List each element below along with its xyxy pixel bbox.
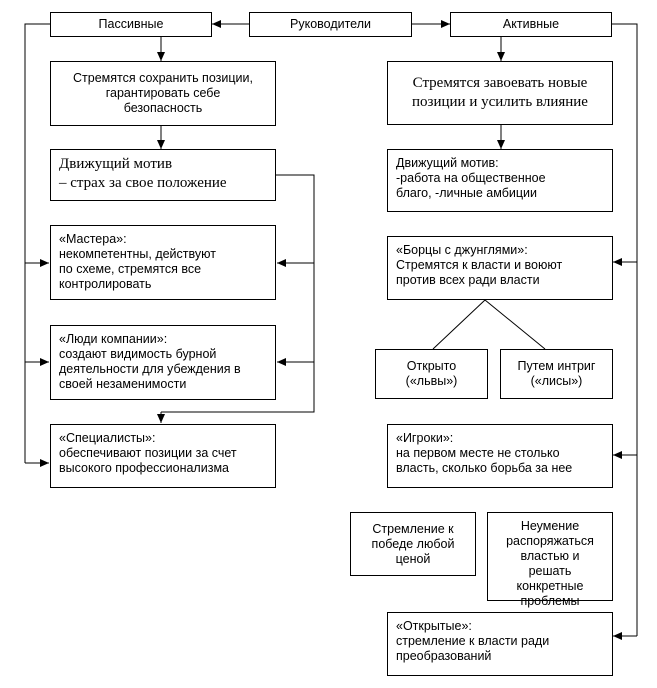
- leaders-header-box: Руководители: [249, 12, 412, 37]
- company-people-box: «Люди компании»: создают видимость бурно…: [50, 325, 276, 400]
- open-text: «Открытые»: стремление к власти ради пре…: [396, 619, 550, 663]
- cannot-manage-box: Неумение распоряжаться властью и решать …: [487, 512, 613, 608]
- open-box: «Открытые»: стремление к власти ради пре…: [387, 612, 613, 676]
- cannot-manage-text: Неумение распоряжаться властью и решать …: [506, 519, 594, 608]
- passive-left-bus: [24, 23, 50, 463]
- win-any-cost-text: Стремление к победе любой ценой: [371, 521, 455, 566]
- split-to-foxes: [484, 299, 546, 350]
- active-header-box: Активные: [450, 12, 612, 37]
- lions-box: Открыто («львы»): [375, 349, 488, 399]
- masters-box: «Мастера»: некомпетентны, действуют по с…: [50, 225, 276, 300]
- foxes-box: Путем интриг («лисы»): [500, 349, 613, 399]
- active-motive-text: Движущий мотив: -работа на общественное …: [396, 156, 546, 200]
- jungle-fighters-box: «Борцы с джунглями»: Стремятся к власти …: [387, 236, 613, 300]
- active-goal-text: Стремятся завоевать новые позиции и усил…: [412, 75, 588, 110]
- active-header-label: Активные: [502, 17, 560, 31]
- passive-header-label: Пассивные: [98, 17, 164, 31]
- passive-header-box: Пассивные: [50, 12, 212, 37]
- jungle-fighters-text: «Борцы с джунглями»: Стремятся к власти …: [396, 243, 563, 287]
- passive-motive-text: Движущий мотив – страх за свое положение: [59, 156, 227, 191]
- active-right-bus: [612, 23, 638, 636]
- players-box: «Игроки»: на первом месте не столько вла…: [387, 424, 613, 488]
- active-motive-box: Движущий мотив: -работа на общественное …: [387, 149, 613, 212]
- leaders-header-label: Руководители: [290, 17, 371, 31]
- win-any-cost-box: Стремление к победе любой ценой: [350, 512, 476, 576]
- active-goal-box: Стремятся завоевать новые позиции и усил…: [387, 61, 613, 125]
- motive-right-bus: [161, 174, 315, 413]
- specialists-text: «Специалисты»: обеспечивают позиции за с…: [59, 431, 237, 475]
- company-people-text: «Люди компании»: создают видимость бурно…: [59, 332, 241, 391]
- passive-goal-box: Стремятся сохранить позиции, гарантирова…: [50, 61, 276, 126]
- passive-motive-box: Движущий мотив – страх за свое положение: [50, 149, 276, 201]
- specialists-box: «Специалисты»: обеспечивают позиции за с…: [50, 424, 276, 488]
- foxes-text: Путем интриг («лисы»): [517, 359, 596, 388]
- players-text: «Игроки»: на первом месте не столько вла…: [396, 431, 573, 475]
- lions-text: Открыто («львы»): [405, 359, 458, 388]
- masters-text: «Мастера»: некомпетентны, действуют по с…: [59, 232, 216, 291]
- split-to-lions: [432, 299, 486, 350]
- passive-goal-text: Стремятся сохранить позиции, гарантирова…: [73, 71, 253, 115]
